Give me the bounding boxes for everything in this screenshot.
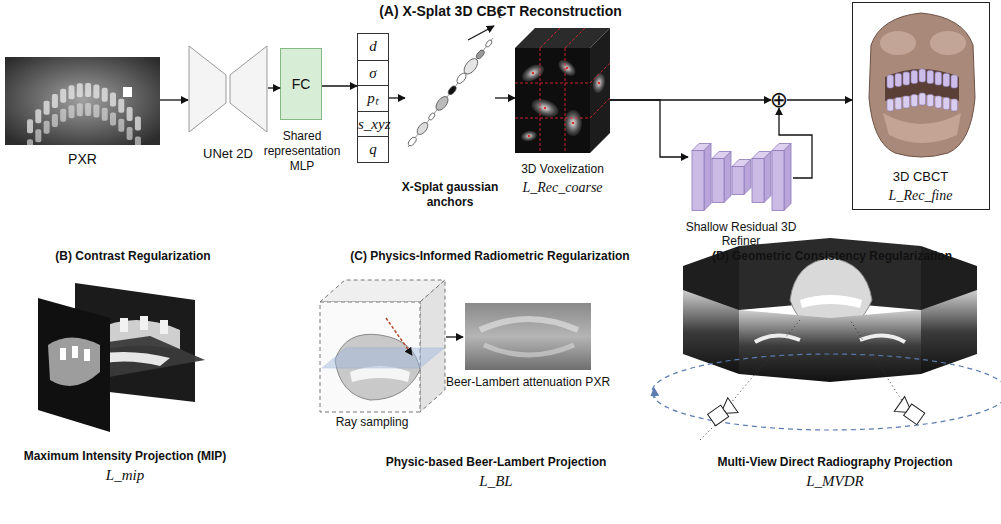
annotation-label: (B) Contrast Regularization [3,249,263,263]
anchor-chain: X-Splat gaussian anchors [405,30,495,150]
node-label: 3D Voxelization [490,162,635,176]
node-label: L_Rec_fine [853,188,988,204]
flow-arrow [160,99,188,100]
annotation-label: L_BL [436,473,556,490]
node-label: ⊕ [767,88,791,112]
flow-arrow [268,87,280,88]
unet-shape [188,45,268,133]
node-label: d [358,34,388,60]
gaussian-anchors [405,30,495,150]
refiner-blocks [688,140,793,215]
output-volume: 3D CBCT L_Rec_fine [852,2,990,210]
encoder-decoder: UNet 2D [188,45,268,133]
voxel-cube [515,28,610,153]
parameter-stack: dσpₜs_xyzq [357,33,389,163]
flow-arrow [495,97,515,98]
annotation-label: Beer-Lambert attenuation PXR [423,375,633,389]
refiner-network: Shallow Residual 3D Refiner [688,140,793,215]
node-label: q [358,136,388,162]
node-label: 3D CBCT [853,169,988,184]
annotation-label: (D) Geometric Consistency Regularization [672,249,992,263]
annotation-label: Ray sampling [307,415,437,429]
fc-layer: FCShared representation MLP [280,48,322,120]
multi-view-ring [652,238,1001,440]
voxel-grid: 3D VoxelizationL_Rec_coarse [515,28,610,153]
node-label: L_Rec_coarse [490,180,635,196]
node-label: X-Splat gaussian anchors [393,180,507,210]
mip-planes [38,283,205,432]
node-label: PXR [5,151,160,167]
node-label: s_xyz [358,111,388,137]
annotation-label: Multi-View Direct Radiography Projection [680,455,990,469]
flow-arrow [322,85,357,86]
node-label: Shared representation MLP [256,129,348,174]
panoramic-xray [5,57,160,145]
annotation-label: Maximum Intensity Projection (MIP) [0,449,260,463]
annotation-label: L_mip [65,467,185,484]
ray-sampling-cube [320,280,591,412]
time-arrow [468,26,494,40]
annotation-label: t [490,4,510,22]
node-label: FC [281,49,321,119]
flow-arrow [610,99,771,100]
node-label: σ [358,60,388,86]
node-label: pₜ [358,85,388,111]
flow-arrow [787,99,852,100]
annotation-label: Physic-based Beer-Lambert Projection [351,455,641,469]
sum-junction: ⊕ [771,92,787,108]
flow-arrow [779,108,812,178]
annotation-label: L_MVDR [775,473,895,490]
flow-arrow [389,97,405,98]
cbct-render [853,3,988,163]
flow-arrow [610,100,688,157]
input-image: PXR [5,57,160,145]
node-label: Shallow Residual 3D Refiner [666,220,816,248]
annotation-label: (C) Physics-Informed Radiometric Regular… [310,249,670,263]
